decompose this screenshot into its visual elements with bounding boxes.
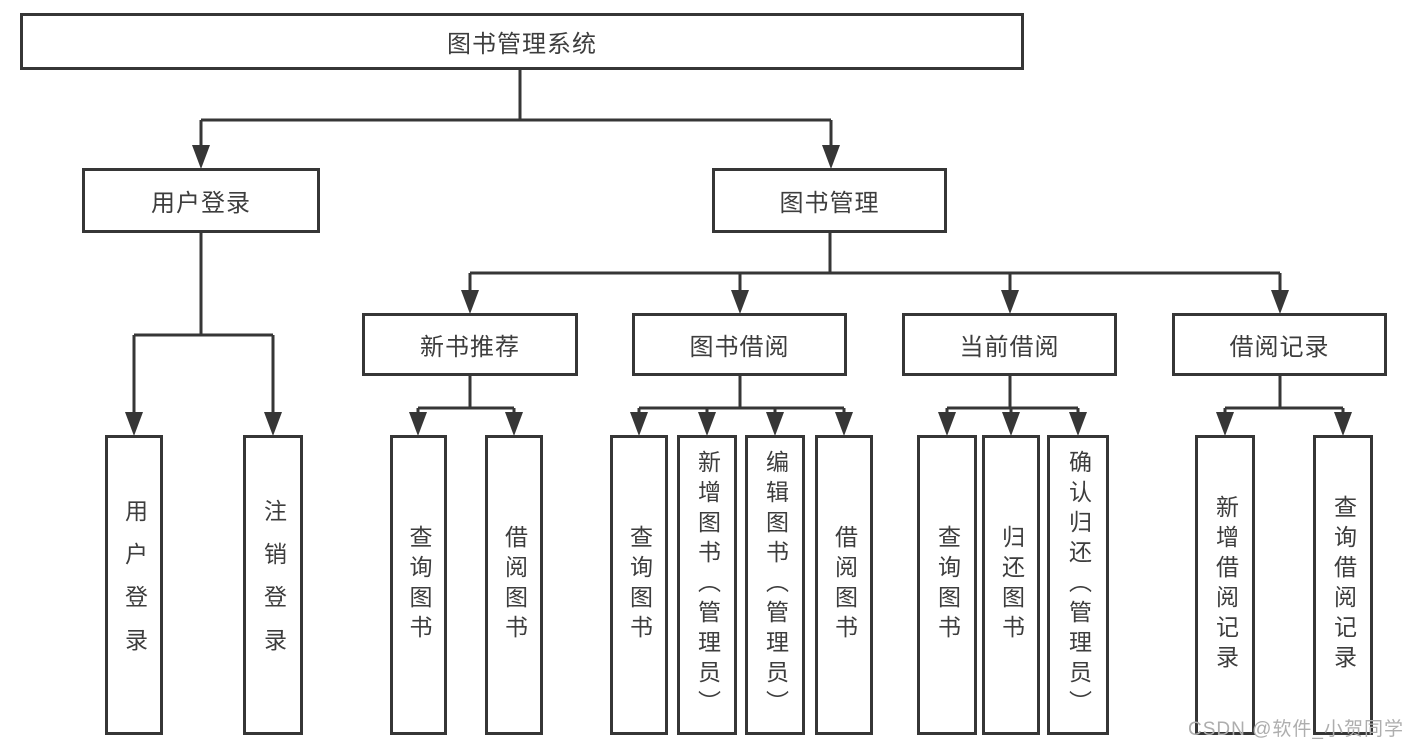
node-leaf-bb-borrow-books-label: 借阅图书 (831, 525, 858, 645)
node-user-login-label: 用户登录 (151, 190, 251, 217)
node-leaf-cb-query-books: 查询图书 (917, 435, 977, 735)
node-leaf-bb-add-books-admin-label: 新增图书（管理员） (694, 450, 721, 720)
node-leaf-cb-return-books-label: 归还图书 (998, 525, 1025, 645)
node-root-label: 图书管理系统 (447, 31, 597, 58)
arrowhead-nb-borrow-books (505, 412, 523, 436)
watermark: CSDN @软件_小贺同学 (1188, 719, 1404, 740)
connector-book-management-to-children (468, 233, 1282, 292)
connector-root-to-level1 (199, 70, 833, 147)
node-leaf-bb-add-books-admin: 新增图书（管理员） (677, 435, 737, 735)
node-borrowing-records-label: 借阅记录 (1229, 334, 1330, 361)
node-book-management: 图书管理 (712, 168, 947, 233)
node-leaf-nb-borrow-books-label: 借阅图书 (501, 525, 528, 645)
arrowhead-book-management (822, 145, 840, 169)
arrowhead-leaf-user-login (125, 412, 143, 436)
node-leaf-cb-return-books: 归还图书 (982, 435, 1040, 735)
node-leaf-cb-confirm-return-admin-label: 确认归还（管理员） (1065, 450, 1092, 720)
node-leaf-br-add-record: 新增借阅记录 (1195, 435, 1255, 735)
arrowhead-bb-edit-books (766, 412, 784, 436)
node-leaf-br-add-record-label: 新增借阅记录 (1212, 495, 1239, 675)
node-leaf-user-login: 用户登录 (105, 435, 163, 735)
arrowhead-cb-query-books (938, 412, 956, 436)
node-leaf-bb-query-books: 查询图书 (610, 435, 668, 735)
node-book-borrowing: 图书借阅 (632, 313, 847, 376)
node-leaf-bb-query-books-label: 查询图书 (626, 525, 653, 645)
node-leaf-bb-edit-books-admin-label: 编辑图书（管理员） (762, 450, 789, 720)
connector-current-borrowing-to-children (945, 376, 1080, 414)
node-leaf-nb-query-books: 查询图书 (390, 435, 447, 735)
node-leaf-nb-query-books-label: 查询图书 (406, 525, 432, 645)
arrowhead-nb-query-books (409, 412, 427, 436)
node-book-borrowing-label: 图书借阅 (689, 334, 790, 361)
arrowhead-borrowing-records (1271, 290, 1289, 314)
arrowhead-new-book-recommend (461, 290, 479, 314)
node-leaf-bb-borrow-books: 借阅图书 (815, 435, 873, 735)
node-borrowing-records: 借阅记录 (1172, 313, 1387, 376)
node-leaf-bb-edit-books-admin: 编辑图书（管理员） (745, 435, 805, 735)
arrowhead-bb-borrow-books (835, 412, 853, 436)
arrowhead-bb-add-books (698, 412, 716, 436)
arrowhead-br-add-record (1216, 412, 1234, 436)
arrowhead-current-borrowing (1001, 290, 1019, 314)
node-leaf-logout: 注销登录 (243, 435, 303, 735)
arrowhead-book-borrowing (731, 290, 749, 314)
arrowhead-cb-return-books (1002, 412, 1020, 436)
connector-book-borrowing-to-children (637, 376, 846, 414)
connector-borrowing-records-to-children (1223, 376, 1345, 414)
node-current-borrowing-label: 当前借阅 (959, 334, 1060, 361)
arrowhead-leaf-logout (264, 412, 282, 436)
node-leaf-nb-borrow-books: 借阅图书 (485, 435, 543, 735)
arrowhead-br-query-record (1334, 412, 1352, 436)
node-root: 图书管理系统 (20, 13, 1024, 70)
node-book-management-label: 图书管理 (779, 190, 880, 217)
node-current-borrowing: 当前借阅 (902, 313, 1117, 376)
node-new-book-recommend-label: 新书推荐 (420, 334, 520, 361)
node-leaf-user-login-label: 用户登录 (121, 499, 148, 671)
arrowhead-user-login (192, 145, 210, 169)
node-leaf-br-query-record: 查询借阅记录 (1313, 435, 1373, 735)
node-new-book-recommend: 新书推荐 (362, 313, 578, 376)
arrowhead-bb-query-books (630, 412, 648, 436)
connector-user-login-to-children (132, 233, 275, 414)
node-leaf-cb-query-books-label: 查询图书 (934, 525, 961, 645)
node-user-login: 用户登录 (82, 168, 320, 233)
node-leaf-cb-confirm-return-admin: 确认归还（管理员） (1047, 435, 1109, 735)
node-leaf-br-query-record-label: 查询借阅记录 (1330, 495, 1357, 675)
node-leaf-logout-label: 注销登录 (260, 499, 287, 671)
arrowhead-cb-confirm-return (1069, 412, 1087, 436)
connector-new-book-recommend-to-children (416, 376, 516, 414)
